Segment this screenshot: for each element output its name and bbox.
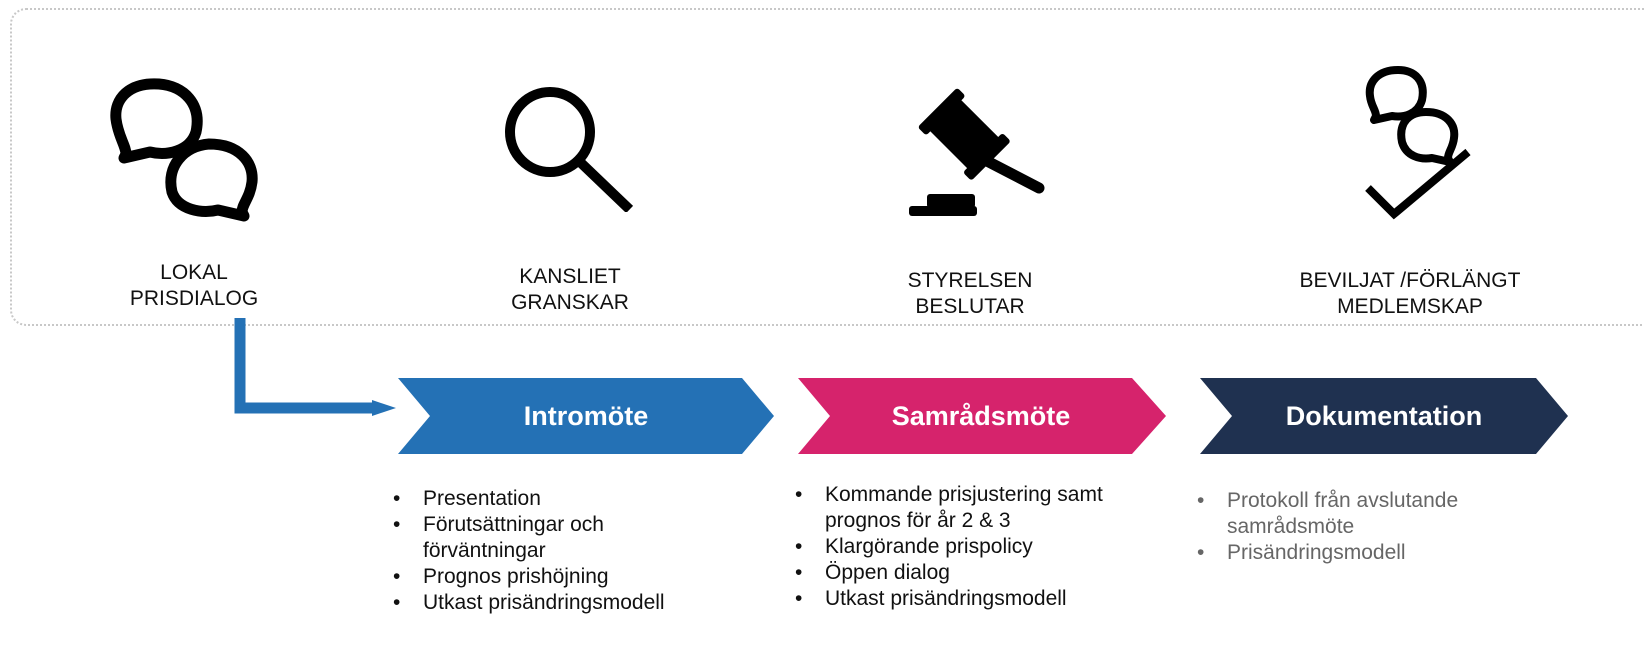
phase-title-samradsmote: Samrådsmöte	[891, 400, 1071, 431]
list-item: Prisändringsmodell	[1189, 540, 1519, 566]
stage-label-beviljat-medlemskap: BEVILJAT /FÖRLÄNGT MEDLEMSKAP	[1299, 269, 1521, 318]
intromote-list: Presentation Förutsättningar och förvänt…	[385, 486, 715, 616]
magnifier-icon	[505, 87, 634, 212]
chevron-dokumentation	[1200, 378, 1568, 454]
chevron-samradsmote	[798, 378, 1166, 454]
list-item: Utkast prisändringsmodell	[787, 586, 1117, 612]
gavel-icon	[909, 88, 1045, 216]
speech-bubbles-check-icon	[1365, 66, 1471, 220]
list-item: Klargörande prispolicy	[787, 534, 1117, 560]
list-item: Presentation	[385, 486, 715, 512]
list-item: Förutsättningar och förväntningar	[385, 512, 653, 564]
stage-label-lokal-prisdialog: LOKAL PRISDIALOG	[129, 261, 259, 310]
stage-label-styrelsen-beslutar: STYRELSEN BESLUTAR	[907, 269, 1033, 318]
phase-title-intromote: Intromöte	[523, 400, 649, 431]
phase-title-dokumentation: Dokumentation	[1285, 400, 1483, 431]
list-item: Öppen dialog	[787, 560, 1117, 586]
chevron-intromote	[398, 378, 774, 454]
dokumentation-list: Protokoll från avslutande samrådsmöte Pr…	[1189, 488, 1519, 566]
stage-label-kansliet-granskar: KANSLIET GRANSKAR	[511, 265, 629, 314]
list-item: Protokoll från avslutande samrådsmöte	[1189, 488, 1517, 540]
process-frame	[10, 8, 1644, 326]
samradsmote-list: Kommande prisjustering samt prognos för …	[787, 482, 1117, 612]
list-item: Utkast prisändringsmodell	[385, 590, 715, 616]
list-item: Kommande prisjustering samt prognos för …	[787, 482, 1115, 534]
list-item: Prognos prishöjning	[385, 564, 715, 590]
speech-bubbles-icon	[110, 78, 258, 222]
